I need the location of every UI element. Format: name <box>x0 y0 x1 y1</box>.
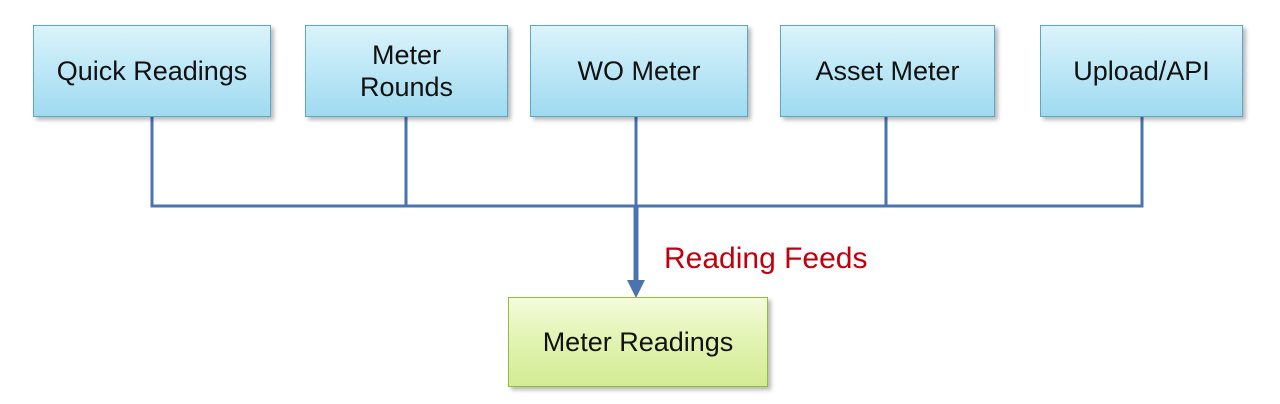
source-node-meter-rounds: Meter Rounds <box>305 25 508 117</box>
node-label: Quick Readings <box>56 56 248 86</box>
node-label: WO Meter <box>577 56 701 86</box>
node-label: Meter Rounds <box>359 40 454 102</box>
feed-arrowhead <box>627 280 645 298</box>
reading-feeds-label: Reading Feeds <box>664 242 868 275</box>
source-node-wo-meter: WO Meter <box>530 25 748 117</box>
node-label: Asset Meter <box>815 56 960 86</box>
source-node-quick-readings: Quick Readings <box>33 25 271 117</box>
source-node-upload-api: Upload/API <box>1040 25 1243 117</box>
source-node-asset-meter: Asset Meter <box>780 25 995 117</box>
node-label: Meter Readings <box>542 327 734 357</box>
target-node-meter-readings: Meter Readings <box>508 297 768 387</box>
node-label: Upload/API <box>1073 56 1210 86</box>
